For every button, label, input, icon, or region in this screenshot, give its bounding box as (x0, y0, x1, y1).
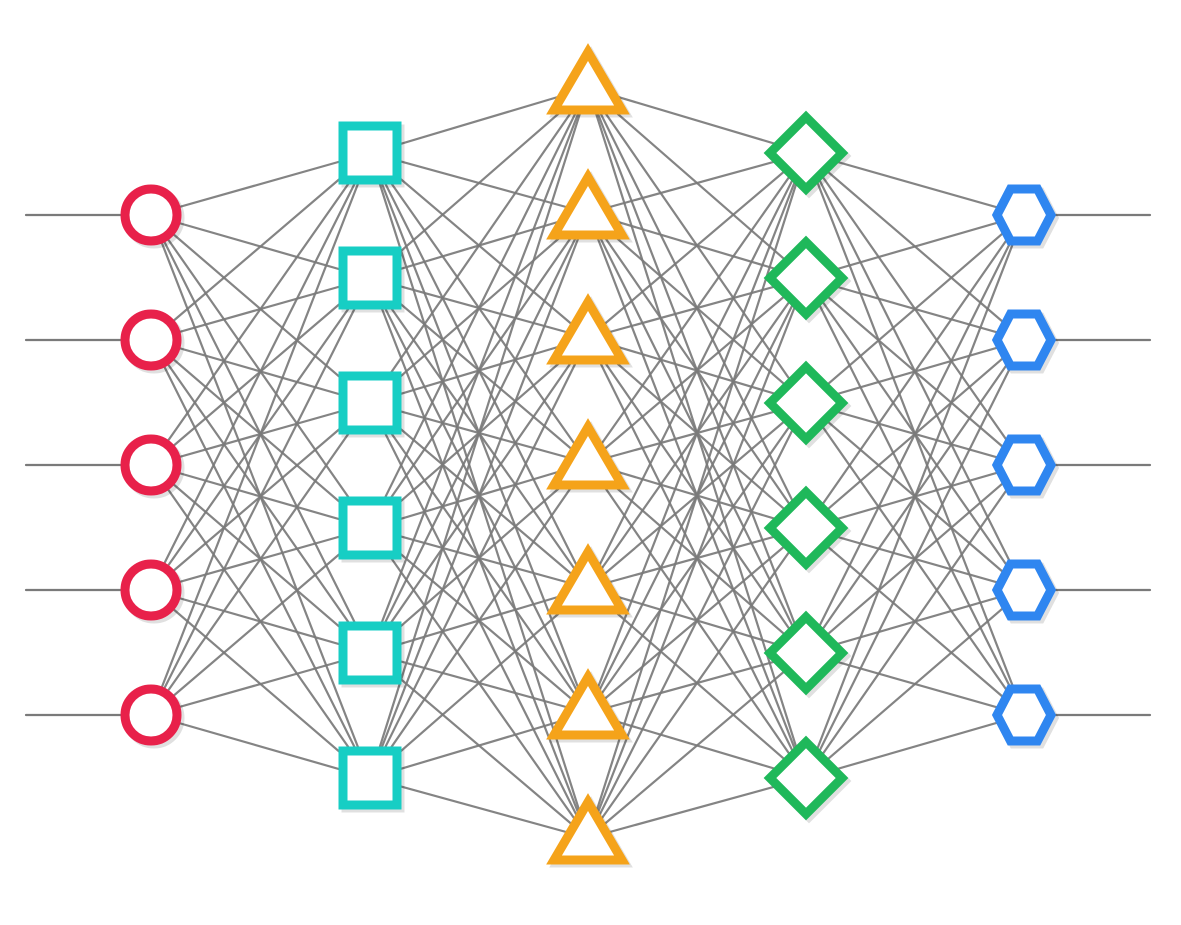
connection-edge (149, 651, 372, 717)
connection-edge (804, 151, 1026, 217)
connection-edge (586, 776, 808, 840)
connection-edge (586, 151, 808, 465)
diamond-node (763, 735, 849, 821)
circle-node (120, 184, 182, 246)
triangle-node (546, 668, 630, 740)
connection-edge (804, 213, 1026, 280)
connection-edge (368, 461, 590, 780)
connection-edge (586, 151, 808, 715)
connection-edge (368, 86, 590, 530)
connection-edge (368, 776, 590, 840)
circle-node (120, 559, 182, 621)
connection-edge (368, 86, 590, 655)
connection-edge (149, 151, 372, 592)
triangle-node (546, 418, 630, 490)
connection-edge (586, 526, 808, 840)
triangle-node (546, 43, 630, 115)
nodes-group (120, 43, 1060, 868)
connection-edge (586, 151, 808, 215)
connections-group (149, 86, 1026, 840)
square-node (338, 621, 402, 685)
connection-edge (368, 86, 590, 405)
hexagon-node (991, 309, 1057, 371)
connection-edge (586, 86, 808, 155)
connection-edge (804, 338, 1026, 780)
square-node (338, 246, 402, 310)
connection-edge (586, 151, 808, 840)
connection-edge (804, 588, 1026, 780)
triangle-node (546, 168, 630, 240)
square-node (338, 371, 402, 435)
triangle-node (546, 293, 630, 365)
connection-edge (149, 401, 372, 717)
connection-edge (149, 151, 372, 467)
triangle-node (546, 543, 630, 615)
square-node (338, 746, 402, 810)
hexagon-node (991, 559, 1057, 621)
connection-edge (368, 586, 590, 780)
diamond-node (763, 360, 849, 446)
circle-node (120, 434, 182, 496)
diamond-node (763, 235, 849, 321)
connection-edge (368, 86, 590, 280)
square-node (338, 496, 402, 560)
connection-edge (149, 151, 372, 342)
hexagon-node (991, 434, 1057, 496)
connection-edge (586, 151, 808, 590)
diamond-node (763, 610, 849, 696)
connection-edge (586, 401, 808, 840)
connection-edge (804, 463, 1026, 780)
triangle-node (546, 793, 630, 865)
connection-edge (368, 86, 590, 780)
hexagon-node (991, 684, 1057, 746)
connection-edge (149, 276, 372, 717)
connection-edge (368, 336, 590, 780)
connection-edge (368, 711, 590, 780)
connection-edge (586, 276, 808, 840)
circle-node (120, 684, 182, 746)
diamond-node (763, 110, 849, 196)
connection-edge (804, 213, 1026, 655)
connection-edge (368, 211, 590, 780)
circle-node (120, 309, 182, 371)
connection-edge (804, 213, 1026, 405)
diamond-node (763, 485, 849, 571)
connection-edge (149, 151, 372, 217)
connection-edge (368, 86, 590, 155)
connection-edge (149, 151, 372, 717)
connection-edge (149, 526, 372, 717)
connection-edge (804, 713, 1026, 780)
connection-edge (586, 151, 808, 340)
connection-edge (586, 651, 808, 840)
connection-edge (804, 213, 1026, 780)
connection-edge (149, 713, 372, 780)
connection-edge (804, 213, 1026, 530)
hexagon-node (991, 184, 1057, 246)
square-node (338, 121, 402, 185)
